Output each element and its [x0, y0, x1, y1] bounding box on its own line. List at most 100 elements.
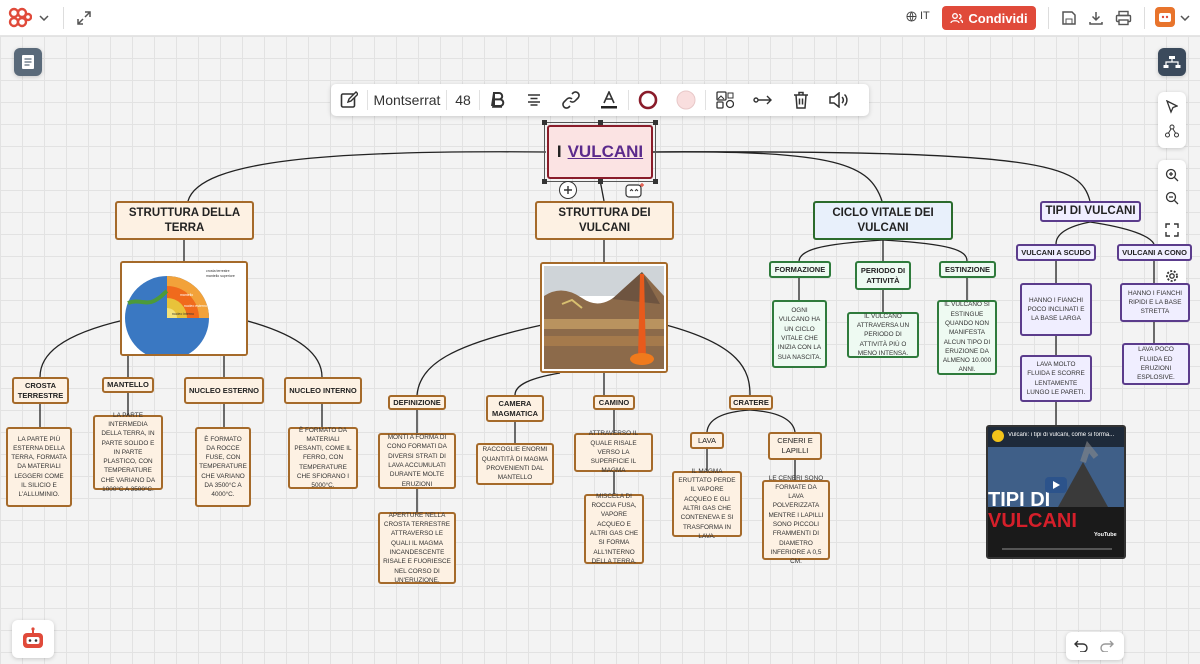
fit-screen-icon[interactable] — [1164, 222, 1180, 238]
terra-nucleo-interno-label[interactable]: NUCLEO INTERNO — [284, 377, 362, 404]
user-avatar[interactable] — [1155, 7, 1175, 27]
share-button[interactable]: Condividi — [942, 6, 1036, 30]
struttura-cratere-label[interactable]: CRATERE — [729, 395, 773, 410]
branch-tipi[interactable]: TIPI DI VULCANI — [1040, 201, 1141, 222]
struttura-definizione-text[interactable]: Monti a forma di cono formati da diversi… — [378, 433, 456, 489]
selection-handle[interactable] — [598, 179, 603, 184]
download-icon[interactable] — [1087, 9, 1105, 27]
edit-icon[interactable] — [331, 84, 367, 116]
cratere-ceneri-text[interactable]: Le ceneri sono formate da lava polverizz… — [762, 475, 830, 565]
ciclo-formazione-text[interactable]: Ogni vulcano ha un ciclo vitale che iniz… — [772, 300, 827, 368]
volcano-diagram-image[interactable] — [540, 262, 668, 373]
font-size-input[interactable]: 48 — [455, 92, 471, 108]
terra-nucleo-interno-text[interactable]: È formato da materiali pesanti, come il … — [288, 427, 358, 489]
link-icon[interactable] — [552, 84, 590, 116]
print-icon[interactable] — [1114, 9, 1132, 27]
map-view-button[interactable] — [1158, 48, 1186, 76]
bold-icon[interactable] — [480, 84, 516, 116]
channel-avatar-icon — [992, 430, 1004, 442]
zoom-in-icon[interactable] — [1164, 167, 1180, 183]
share-label: Condividi — [968, 10, 1028, 26]
video-progress-bar[interactable] — [1002, 548, 1112, 550]
cratere-ceneri-label[interactable]: CENERI E LAPILLI — [768, 432, 822, 460]
robot-icon — [23, 627, 43, 648]
media-icon[interactable] — [706, 84, 744, 116]
document-icon — [22, 55, 34, 69]
struttura-camera-label[interactable]: CAMERA MAGMATICA — [486, 395, 544, 422]
branch-terra[interactable]: STRUTTURA DELLA TERRA — [115, 201, 254, 240]
struttura-definizione-label[interactable]: DEFINIZIONE — [388, 395, 446, 410]
cursor-icon[interactable] — [1164, 99, 1180, 115]
tipi-cono-text[interactable]: Hanno i fianchi ripidi e la base stretta — [1120, 283, 1190, 322]
terra-crosta-text[interactable]: La parte più esterna della Terra, format… — [6, 427, 72, 507]
ciclo-periodo-label[interactable]: PERIODO DI ATTIVITÀ — [855, 261, 911, 290]
top-bar: IT Condividi — [0, 0, 1200, 36]
earth-layers-image[interactable]: crosta terrestre mantello superiore mant… — [120, 261, 248, 356]
zoom-out-icon[interactable] — [1164, 190, 1180, 206]
earth-label: nucleo interno — [172, 312, 194, 316]
earth-label: nucleo esterno — [184, 304, 207, 308]
save-icon[interactable] — [1060, 9, 1078, 27]
branch-ciclo[interactable]: CICLO VITALE DEI VULCANI — [813, 201, 953, 240]
delete-icon[interactable] — [782, 84, 820, 116]
earth-label: mantello superiore — [206, 274, 235, 278]
tipi-scudo-text2[interactable]: Lava molto fluida e scorre lentamente lu… — [1020, 355, 1092, 402]
app-logo-icon[interactable] — [8, 7, 32, 29]
earth-label: mantello — [180, 293, 193, 297]
selection-handle[interactable] — [542, 179, 547, 184]
terra-crosta-label[interactable]: CROSTA TERRESTRE — [12, 377, 69, 404]
terra-mantello-label[interactable]: MANTELLO — [102, 377, 154, 393]
terra-nucleo-esterno-text[interactable]: È formato da rocce fuse, con temperature… — [195, 427, 251, 507]
youtube-logo: YouTube — [1094, 532, 1117, 538]
struttura-camino-text[interactable]: Attraverso il quale risale verso la supe… — [574, 430, 653, 474]
undo-icon[interactable] — [1073, 638, 1089, 654]
selection-handle[interactable] — [598, 120, 603, 125]
struttura-camino-text2[interactable]: Miscela di roccia fusa, vapore acqueo e … — [584, 493, 644, 565]
chevron-down-icon[interactable] — [1179, 12, 1191, 24]
tipi-cono-text2[interactable]: Lava poco fluida ed eruzioni esplosive. — [1122, 343, 1190, 385]
format-toolbar: Montserrat 48 — [331, 84, 869, 116]
ciclo-estinzione-label[interactable]: ESTINZIONE — [939, 261, 996, 278]
terra-mantello-text[interactable]: La parte intermedia della Terra, in part… — [93, 412, 163, 493]
speaker-icon[interactable] — [820, 84, 858, 116]
select-tools — [1158, 92, 1186, 148]
selection-handle[interactable] — [653, 179, 658, 184]
ai-expand-icon[interactable] — [625, 182, 645, 198]
struttura-camino-label[interactable]: CAMINO — [593, 395, 635, 410]
ciclo-formazione-label[interactable]: FORMAZIONE — [769, 261, 831, 278]
users-icon — [950, 12, 964, 23]
cratere-lava-label[interactable]: LAVA — [690, 432, 724, 449]
video-embed[interactable]: Vulcani: i tipi di vulcani, come si form… — [986, 425, 1126, 559]
text-color-icon[interactable] — [590, 84, 628, 116]
struttura-camera-text[interactable]: Raccoglie enormi quantità di magma prove… — [476, 443, 554, 485]
border-color-icon[interactable] — [629, 84, 667, 116]
assistant-bot-button[interactable] — [12, 620, 54, 658]
selection-handle[interactable] — [653, 120, 658, 125]
fill-color-icon[interactable] — [667, 84, 705, 116]
play-icon[interactable] — [1045, 477, 1067, 493]
add-child-icon[interactable] — [559, 181, 577, 199]
connector-icon[interactable] — [744, 84, 782, 116]
tipi-scudo-label[interactable]: VULCANI A SCUDO — [1016, 244, 1096, 261]
selection-handle[interactable] — [542, 120, 547, 125]
connect-nodes-icon[interactable] — [1164, 123, 1180, 139]
struttura-definizione-text2[interactable]: Aperture nella crosta terrestre attraver… — [378, 512, 456, 584]
expand-icon[interactable] — [76, 10, 92, 26]
root-link[interactable]: VULCANI — [567, 141, 644, 161]
language-selector[interactable]: IT — [906, 10, 930, 22]
font-family-select[interactable]: Montserrat — [373, 92, 441, 108]
align-center-icon[interactable] — [516, 84, 552, 116]
ciclo-periodo-text[interactable]: Il vulcano attraversa un periodo di atti… — [847, 312, 919, 358]
tipi-scudo-text[interactable]: Hanno i fianchi poco inclinati e la base… — [1020, 283, 1092, 336]
notes-panel-button[interactable] — [14, 48, 42, 76]
video-caption-line2: VULCANI — [988, 510, 1077, 532]
tipi-cono-label[interactable]: VULCANI A CONO — [1117, 244, 1192, 261]
cratere-lava-text[interactable]: Il magma eruttato perde il vapore acqueo… — [672, 468, 742, 540]
branch-struttura[interactable]: STRUTTURA DEI VULCANI — [535, 201, 674, 240]
settings-icon[interactable] — [1164, 268, 1180, 284]
redo-icon[interactable] — [1099, 638, 1115, 654]
ciclo-estinzione-text[interactable]: Il vulcano si estingue quando non manife… — [937, 300, 997, 375]
chevron-down-icon[interactable] — [38, 12, 50, 24]
root-node[interactable]: I VULCANI — [547, 125, 653, 179]
terra-nucleo-esterno-label[interactable]: NUCLEO ESTERNO — [184, 377, 264, 404]
